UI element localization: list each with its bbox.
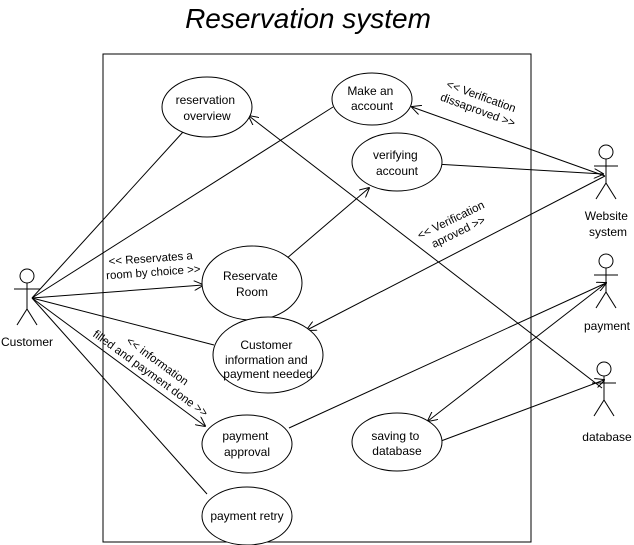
- edge-payment-saving-database: [428, 282, 607, 421]
- edge-customer-information: [31, 297, 215, 346]
- use-case-label: Reservate: [223, 269, 278, 283]
- edge-customer-make-account: [31, 106, 334, 299]
- use-case-label: account: [351, 99, 394, 113]
- connections: [31, 106, 607, 495]
- use-case-label: payment needed: [223, 367, 312, 381]
- svg-text:Website system: Website system: [585, 209, 631, 239]
- edge-saving-database: [440, 380, 604, 442]
- edge-customer-payment-retry: [31, 297, 208, 495]
- use-case-payment-retry: payment retry: [201, 486, 293, 545]
- stick-figure-icon: [14, 268, 40, 326]
- use-case-label: Room: [236, 285, 268, 299]
- actor-database: database: [582, 361, 632, 444]
- system-boundary: [102, 53, 532, 543]
- stick-figure-icon: [594, 144, 618, 200]
- svg-text:Make an account: Make an account: [347, 84, 396, 113]
- edge-payment-approval-payment: [288, 283, 606, 429]
- svg-text:payment approval: payment approval: [222, 429, 271, 459]
- edge-customer-payment-approval: [31, 297, 205, 426]
- use-case-label: payment: [222, 429, 269, 443]
- use-case-payment-approval: payment approval: [201, 414, 293, 474]
- use-case-label: payment retry: [210, 509, 283, 523]
- use-case-customer-information: Customer information and payment needed: [212, 316, 324, 394]
- use-case-label: Make an: [347, 84, 393, 98]
- use-case-label: verifying: [373, 148, 418, 162]
- svg-text:Reservate Room: Reservate Room: [223, 269, 281, 299]
- actor-label: database: [582, 430, 632, 444]
- edge-database-reservation-overview: [249, 116, 603, 389]
- svg-text:verifying account: verifying account: [373, 148, 421, 178]
- edge-website-customer-information: [307, 175, 606, 330]
- svg-text:Customer information and: Customer information and payment needed: [223, 338, 312, 381]
- stick-figure-icon: [592, 361, 616, 417]
- actor-label: system: [589, 225, 627, 239]
- edge-reservate-verifying: [285, 188, 369, 260]
- use-case-label: approval: [224, 445, 270, 459]
- use-case-label: overview: [183, 109, 231, 123]
- use-case-label: saving to: [371, 429, 419, 443]
- use-case-label: Customer: [240, 338, 292, 352]
- use-case-label: database: [372, 444, 422, 458]
- edge-verifying-website: [434, 163, 603, 174]
- actor-payment: payment: [584, 253, 631, 333]
- actor-website-system: Website system: [585, 144, 631, 239]
- use-case-make-account: Make an account: [331, 72, 413, 126]
- use-case-saving-to-database: saving to database: [351, 412, 443, 472]
- use-case-label: reservation: [176, 93, 235, 107]
- use-case-reservation-overview: reservation overview: [161, 76, 253, 138]
- svg-text:reservation overview: reservation overview: [176, 93, 239, 123]
- svg-text:payment retry: payment retry: [210, 509, 283, 523]
- actor-label: payment: [584, 319, 631, 333]
- use-case-label: information and: [225, 353, 308, 367]
- edge-customer-reservate-room: [31, 285, 203, 299]
- actor-label: Customer: [1, 335, 53, 349]
- edge-customer-reservation-overview: [31, 131, 184, 299]
- use-case-verifying-account: verifying account: [351, 132, 443, 192]
- use-case-reservate-room: Reservate Room: [201, 245, 303, 321]
- svg-text:saving to database: saving to database: [371, 429, 422, 458]
- actor-label: Website: [585, 209, 628, 223]
- actor-customer: Customer: [1, 268, 53, 349]
- diagram-title: Reservation system: [185, 3, 431, 34]
- edge-website-make-account: [412, 107, 606, 177]
- edge-label-line: << Reservates a: [108, 250, 194, 268]
- use-case-label: account: [376, 164, 419, 178]
- stick-figure-icon: [594, 253, 618, 309]
